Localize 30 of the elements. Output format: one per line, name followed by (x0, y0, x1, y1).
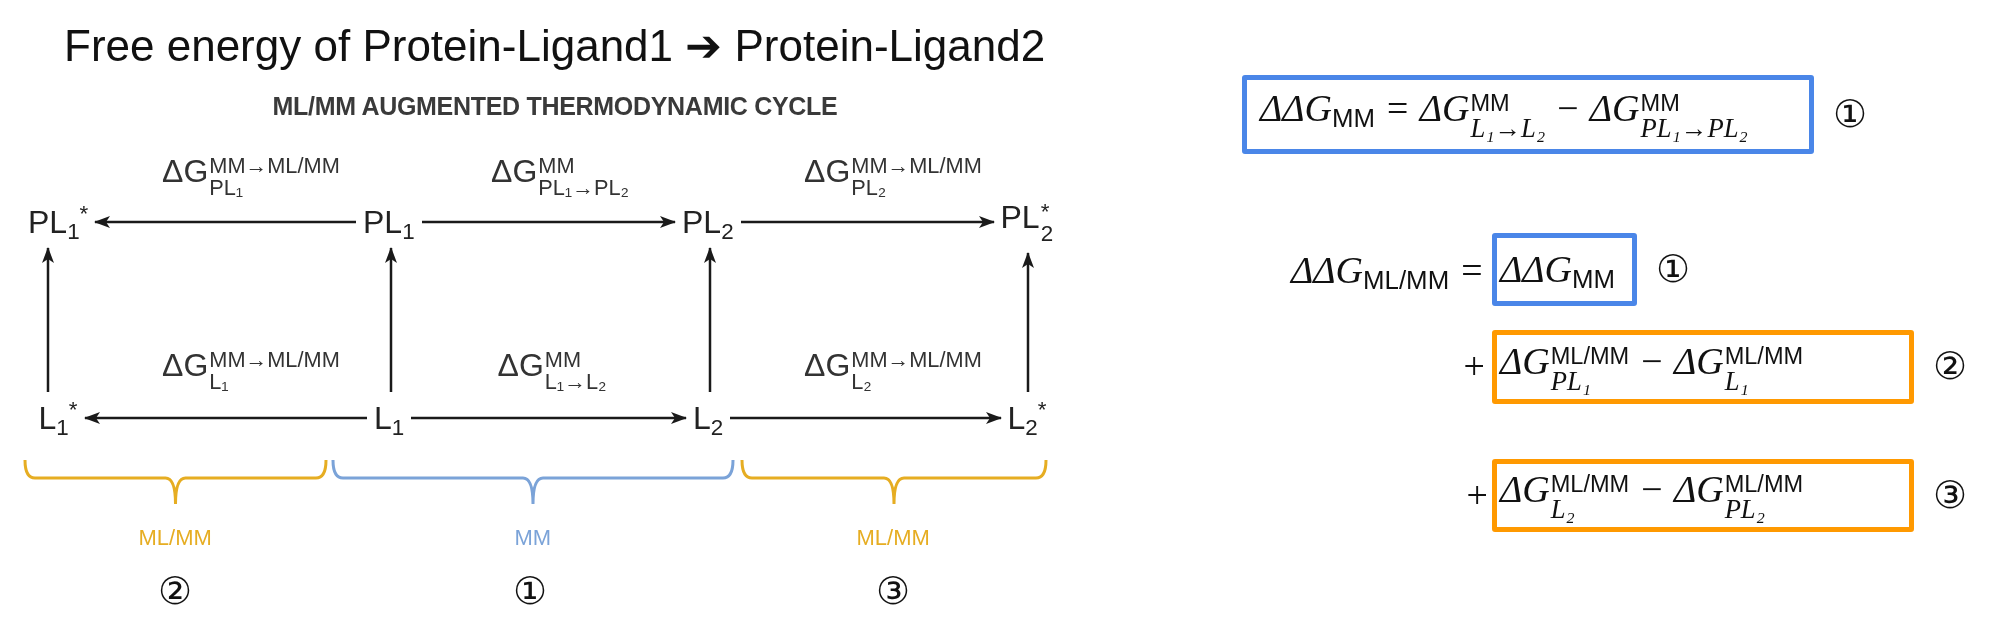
bracket-label: ML/MM (138, 525, 212, 552)
diagram-subtitle: ML/MM AUGMENTED THERMODYNAMIC CYCLE (272, 91, 838, 121)
equation: ΔΔG$_{MM}$ (1500, 246, 1616, 293)
state-label: PL$_{1}$ (363, 203, 415, 242)
bracket-label: MM (514, 525, 552, 552)
step-number: ③ (876, 571, 911, 613)
arrow (741, 216, 995, 228)
bracket-label: ML/MM (856, 525, 930, 552)
arrow (704, 247, 716, 392)
arrow (385, 247, 397, 392)
step-number: ① (1833, 93, 1868, 136)
arrow (1022, 252, 1034, 392)
step-number: ② (158, 571, 193, 613)
state-label: L$_{1}$ (374, 399, 405, 438)
arrow (422, 216, 676, 228)
plus-sign: + (1461, 344, 1487, 389)
plus-sign: + (1464, 473, 1490, 518)
step-number: ② (1933, 346, 1968, 388)
equation: ΔΔG$_{ML/MM}$ = (1291, 248, 1485, 294)
step-number: ③ (1933, 474, 1968, 517)
step-number: ① (513, 571, 548, 613)
step-number: ① (1656, 248, 1691, 291)
arrow (94, 216, 356, 228)
arrow (84, 412, 367, 424)
state-label: PL$_{2}$ (682, 203, 734, 242)
arrow (730, 412, 1002, 424)
diagram-title: Free energy of Protein-Ligand1 ➔ Protein-Ligand2 (64, 19, 1046, 72)
state-label: L$_{2}$ (693, 399, 724, 438)
arrow (42, 247, 54, 392)
arrow (411, 412, 687, 424)
